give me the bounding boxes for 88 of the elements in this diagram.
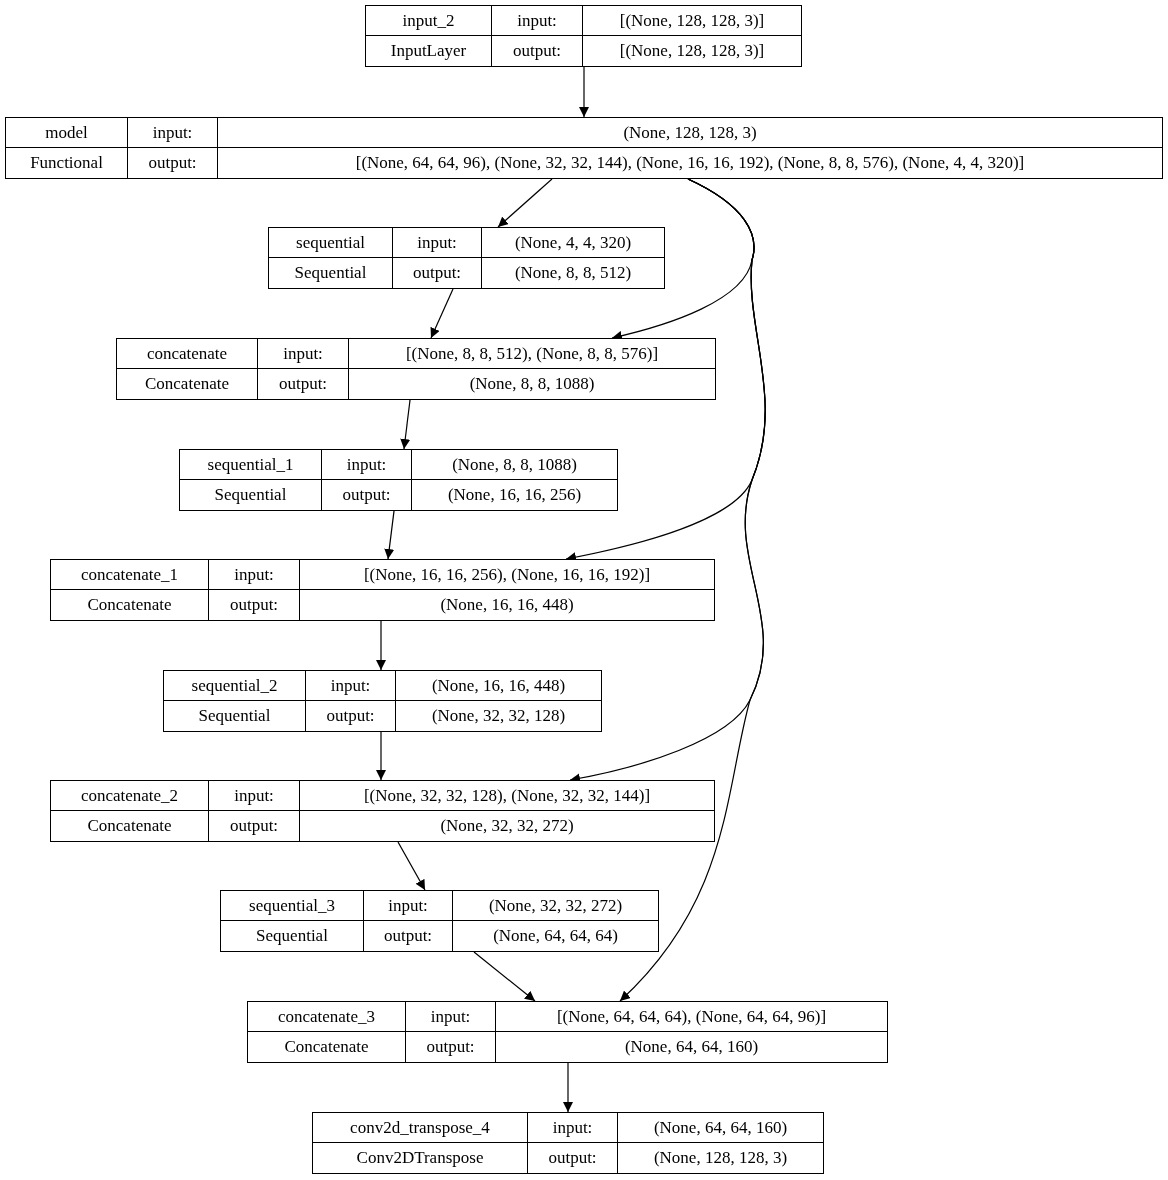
layer-name: sequential_3: [221, 891, 364, 921]
shape-value: (None, 128, 128, 3): [218, 118, 1162, 148]
shape-value: (None, 8, 8, 1088): [468, 373, 596, 395]
layer-type: Sequential: [164, 701, 306, 731]
arrow: [430, 288, 454, 339]
arrow: [376, 731, 386, 781]
port-label: input:: [306, 671, 396, 701]
port-label: input:: [128, 118, 218, 148]
port-label: input:: [209, 560, 300, 590]
port-label: input:: [258, 339, 349, 369]
port-label: input:: [492, 6, 583, 36]
layer-type: Concatenate: [117, 369, 258, 399]
layer-name: concatenate_2: [51, 781, 209, 811]
shape-value: [(None, 16, 16, 256), (None, 16, 16, 192)]: [300, 560, 714, 590]
shape-value: (None, 16, 16, 256): [446, 484, 583, 506]
shape-value: [(None, 8, 8, 512), (None, 8, 8, 576)]: [349, 339, 715, 369]
shape-value: (None, 8, 8, 1088): [412, 450, 617, 480]
shape-value: [(None, 64, 64, 64), (None, 64, 64, 96)]: [496, 1002, 887, 1032]
port-label: input:: [322, 450, 412, 480]
shape-value: [(None, 64, 64, 96), (None, 32, 32, 144), (None, 16, 16, 192), (None, 8, 8, 576), (None, 4, 4, 320)]: [354, 152, 1026, 174]
shape-value: (None, 32, 32, 128): [430, 705, 567, 727]
layer-type: Sequential: [269, 258, 393, 288]
layer-name: conv2d_transpose_4: [313, 1113, 528, 1143]
port-label: output:: [393, 258, 482, 288]
layer-name: concatenate_1: [51, 560, 209, 590]
layer-box: [5, 117, 1163, 179]
port-label: output:: [492, 36, 583, 66]
port-label: output:: [406, 1032, 496, 1062]
port-label: input:: [209, 781, 300, 811]
shape-value: (None, 128, 128, 3): [652, 1147, 789, 1169]
layer-name: concatenate: [117, 339, 258, 369]
layer-name: sequential_2: [164, 671, 306, 701]
port-label: input:: [393, 228, 482, 258]
port-label: output:: [528, 1143, 618, 1173]
shape-value: [(None, 32, 32, 128), (None, 32, 32, 144)]: [300, 781, 714, 811]
layer-box: [163, 670, 602, 732]
arrow: [563, 1062, 573, 1113]
layer-type: Concatenate: [248, 1032, 406, 1062]
port-label: output:: [209, 811, 300, 841]
shape-value: (None, 32, 32, 272): [453, 891, 658, 921]
port-label: output:: [322, 480, 412, 510]
layer-type: Functional: [6, 148, 128, 178]
layer-box: [247, 1001, 888, 1063]
layer-type: Sequential: [221, 921, 364, 951]
layer-type: Concatenate: [51, 811, 209, 841]
layer-box: [179, 449, 618, 511]
layer-type: Concatenate: [51, 590, 209, 620]
layer-box: [50, 559, 715, 621]
arrow: [497, 178, 553, 228]
layer-name: sequential: [269, 228, 393, 258]
arrow: [619, 178, 766, 1002]
port-label: output:: [258, 369, 349, 399]
arrow: [384, 510, 395, 560]
port-label: input:: [406, 1002, 496, 1032]
layer-name: concatenate_3: [248, 1002, 406, 1032]
shape-value: (None, 32, 32, 272): [439, 815, 575, 837]
arrow: [376, 620, 386, 671]
shape-value: [(None, 128, 128, 3)]: [583, 6, 801, 36]
port-label: output:: [209, 590, 300, 620]
arrow: [400, 399, 411, 450]
port-label: input:: [364, 891, 453, 921]
port-label: input:: [528, 1113, 618, 1143]
arrow: [579, 66, 589, 118]
layer-name: model: [6, 118, 128, 148]
port-label: output:: [364, 921, 453, 951]
layer-box: [220, 890, 659, 952]
layer-box: [50, 780, 715, 842]
port-label: output:: [306, 701, 396, 731]
shape-value: (None, 64, 64, 64): [492, 925, 619, 947]
shape-value: (None, 16, 16, 448): [439, 594, 575, 616]
layer-type: Sequential: [180, 480, 322, 510]
shape-value: (None, 16, 16, 448): [396, 671, 601, 701]
layer-box: [116, 338, 716, 400]
layer-type: Conv2DTranspose: [313, 1143, 528, 1173]
port-label: output:: [128, 148, 218, 178]
shape-value: (None, 64, 64, 160): [623, 1036, 760, 1058]
layer-name: input_2: [366, 6, 492, 36]
shape-value: (None, 8, 8, 512): [513, 262, 633, 284]
arrow: [397, 841, 426, 891]
layer-box: [268, 227, 665, 289]
layer-name: sequential_1: [180, 450, 322, 480]
arrow: [473, 951, 536, 1002]
layer-type: InputLayer: [366, 36, 492, 66]
shape-value: (None, 64, 64, 160): [618, 1113, 823, 1143]
layer-box: [312, 1112, 824, 1174]
layer-box: [365, 5, 802, 67]
shape-value: (None, 4, 4, 320): [482, 228, 664, 258]
shape-value: [(None, 128, 128, 3)]: [618, 40, 766, 62]
